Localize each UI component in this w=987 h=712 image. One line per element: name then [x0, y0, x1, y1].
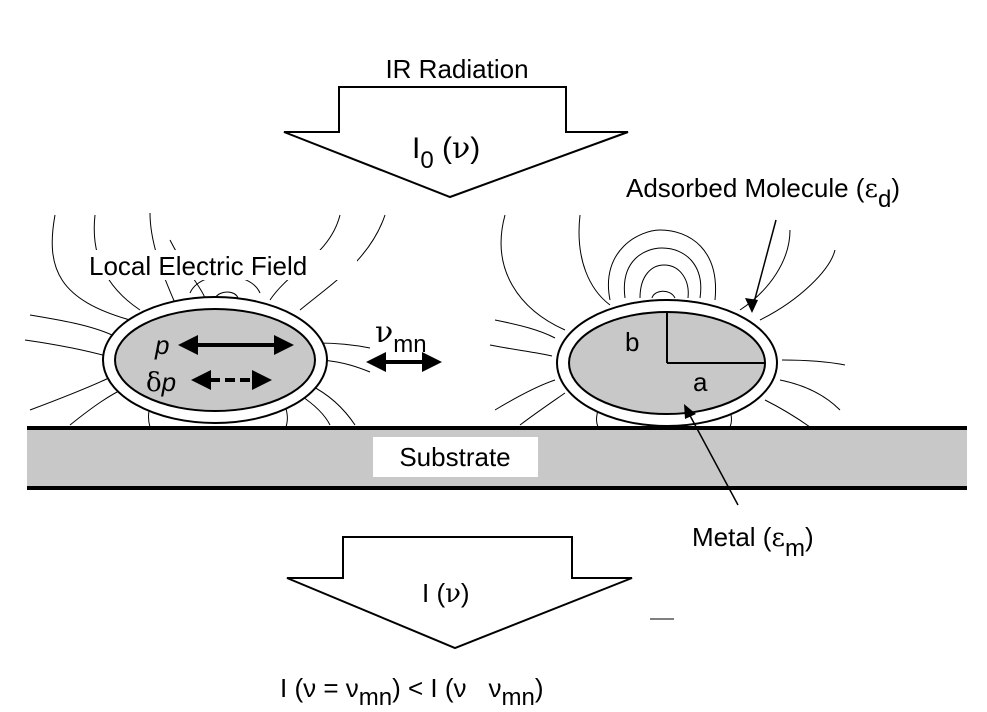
dipole-p-label: p — [154, 330, 169, 360]
substrate-label-bg — [373, 437, 538, 477]
incident-intensity-label: I0 (ν) — [412, 131, 480, 174]
transmitted-intensity-label: I (ν) — [422, 578, 470, 609]
left-metal-particle — [114, 308, 316, 412]
substrate-label: Substrate — [399, 442, 510, 472]
ir-radiation-label: IR Radiation — [385, 54, 528, 84]
axis-a-label: a — [693, 367, 708, 397]
metal-label: Metal (εm) — [692, 522, 814, 562]
adsorbed-pointer-head — [745, 298, 758, 313]
right-field-lines — [489, 214, 846, 428]
adsorbed-pointer — [751, 219, 777, 311]
local-field-label: Local Electric Field — [89, 251, 307, 281]
dipole-dp-label: δp — [146, 367, 176, 398]
adsorbed-molecule-label: Adsorbed Molecule (εd) — [626, 173, 900, 213]
incident-arrow — [283, 86, 629, 199]
vibration-label: νmn — [375, 315, 427, 358]
metal-pointer — [686, 409, 739, 506]
axis-b-label: b — [625, 327, 639, 357]
local-field-label-bg — [85, 250, 357, 280]
metal-pointer-head — [684, 404, 696, 419]
transmitted-arrow — [286, 536, 633, 650]
